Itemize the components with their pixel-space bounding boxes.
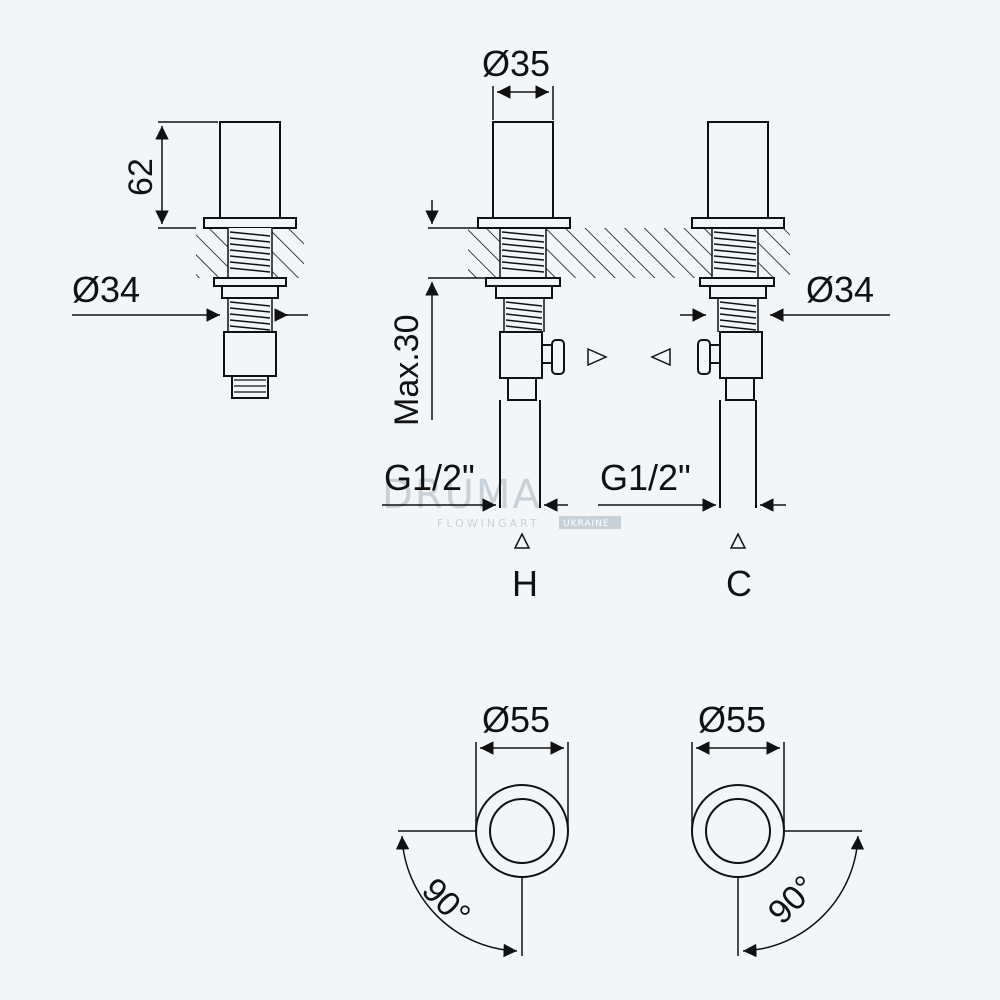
top-view-left <box>395 741 569 958</box>
watermark-brand: DRUMA <box>382 472 542 518</box>
cold-valve-tail <box>725 377 755 401</box>
hot-handle-body <box>492 121 554 219</box>
side-flange <box>203 217 297 229</box>
dim-right-handle-diameter: Ø55 <box>698 699 766 740</box>
hot-shank-thread <box>499 228 547 278</box>
side-view <box>72 121 308 399</box>
hot-valve-stem <box>541 344 553 364</box>
dim-top-diameter: Ø35 <box>482 43 550 84</box>
side-valve-body <box>223 331 277 377</box>
watermark-region-badge <box>559 516 621 529</box>
hot-washer <box>485 277 561 287</box>
cold-valve-body <box>719 331 763 379</box>
cold-shank-thread <box>711 228 759 278</box>
watermark: DRUMA FLOWINGART UKRAINE <box>382 472 621 530</box>
flow-arrow-left-icon <box>650 347 671 367</box>
hot-nut <box>495 285 553 299</box>
side-lower-thread <box>227 298 273 332</box>
side-shank-thread <box>227 228 273 278</box>
dim-left-handle-diameter: Ø55 <box>482 699 550 740</box>
hot-inlet-arrow-icon <box>513 532 531 549</box>
cold-washer <box>699 277 775 287</box>
cold-handle-body <box>707 121 769 219</box>
cold-nut <box>709 285 767 299</box>
label-cold: C <box>726 563 752 604</box>
right-handle-inner-ring <box>705 798 771 864</box>
dim-left-diameter: Ø34 <box>72 269 140 310</box>
dim-height-62: 62 <box>122 158 160 196</box>
cold-inlet-arrow-icon <box>729 532 747 549</box>
dim-left-rotation: 90° <box>414 871 477 934</box>
left-rotation-arc <box>395 835 518 958</box>
side-valve-tail <box>231 375 269 399</box>
dim-hot-thread: G1/2" <box>384 457 475 498</box>
dim-right-diameter: Ø34 <box>806 269 874 310</box>
hot-flange <box>477 217 571 229</box>
dim-cold-thread: G1/2" <box>600 457 691 498</box>
top-view-right <box>691 741 865 958</box>
watermark-region: UKRAINE <box>563 519 610 529</box>
dim-right-rotation: 90° <box>761 868 824 931</box>
hot-valve-tail <box>507 377 537 401</box>
side-nut <box>221 285 279 299</box>
label-hot: H <box>512 563 538 604</box>
flow-arrow-right-icon <box>587 347 608 367</box>
side-nut-washer <box>213 277 287 287</box>
cold-flange <box>691 217 785 229</box>
left-handle-inner-ring <box>489 798 555 864</box>
hot-valve-knob <box>551 339 565 375</box>
cold-valve-stem <box>709 344 721 364</box>
watermark-tagline: FLOWINGART <box>437 517 540 530</box>
cold-valve-knob <box>697 339 711 375</box>
right-rotation-arc <box>742 835 865 958</box>
dim-max-deck: Max.30 <box>388 315 426 427</box>
side-handle-body <box>219 121 281 219</box>
hot-valve-body <box>499 331 543 379</box>
front-view <box>382 85 890 549</box>
